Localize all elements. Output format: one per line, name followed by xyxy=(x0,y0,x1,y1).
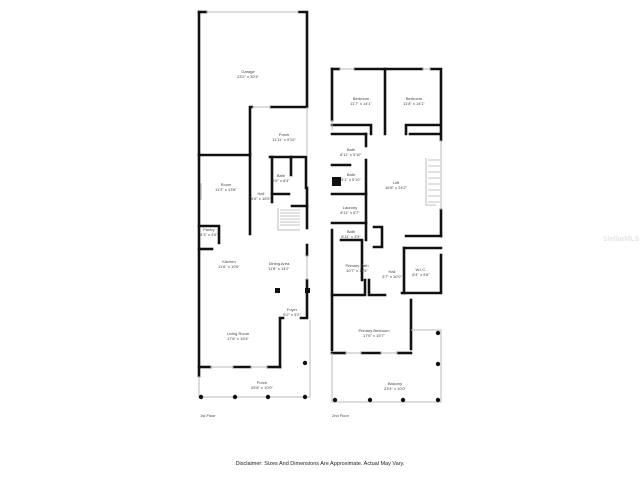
floor2-title: 2nd Floor xyxy=(332,413,349,418)
room-label: W.I.C.8'4" x 9'8" xyxy=(412,267,430,277)
disclaimer-text: Disclaimer: Sizes And Dimensions Are App… xyxy=(235,461,405,467)
floor1-walls xyxy=(197,10,309,378)
floor2-walls xyxy=(330,67,443,355)
floor1-title: 1st Floor xyxy=(200,413,216,418)
watermark-logo: StellarMLS xyxy=(603,236,640,243)
